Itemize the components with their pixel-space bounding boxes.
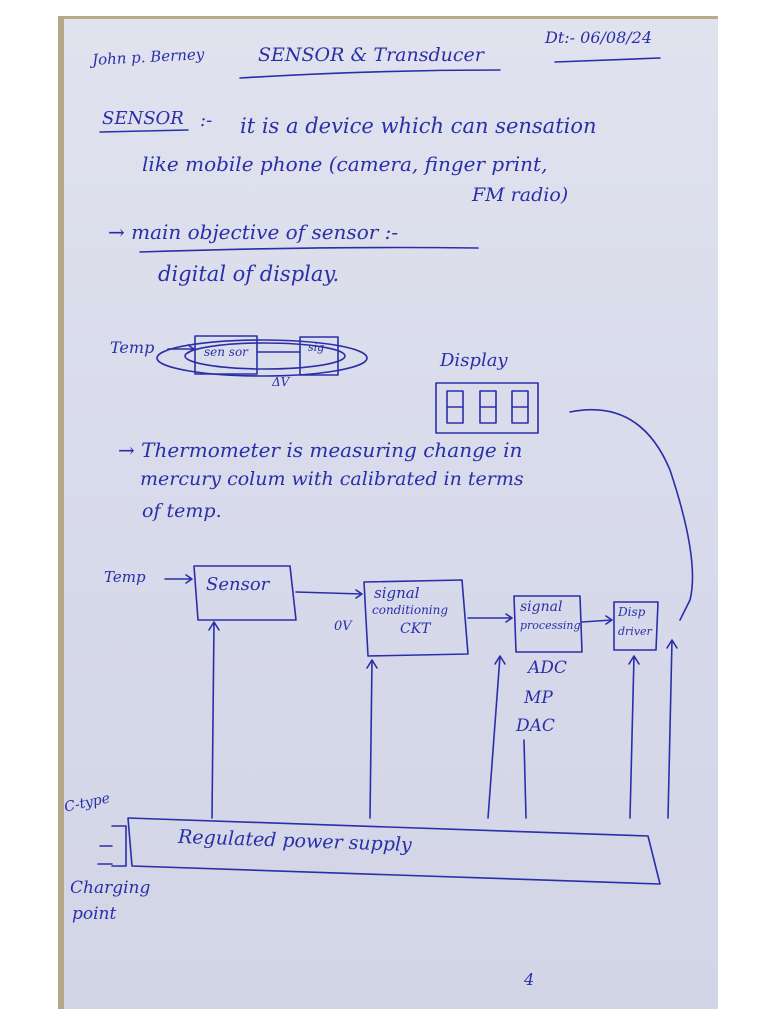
temp-arrow [164, 574, 193, 584]
charging-connector [111, 825, 127, 867]
title-underline [239, 69, 501, 79]
signal-proc-box [513, 595, 583, 653]
signal-cond-line-2: conditioning [372, 603, 449, 617]
small-sig-box [299, 336, 339, 376]
thermometer-line-2: mercury colum with calibrated in terms [140, 468, 524, 490]
signal-proc-line-2: processing [520, 619, 581, 632]
supply-arrow-driver-1 [628, 655, 640, 819]
objective-underline [139, 246, 479, 253]
sensor-to-cond-arrow [295, 589, 363, 599]
small-sensor-label: sen sor [204, 345, 248, 359]
display-driver-line-2: driver [618, 625, 652, 638]
page-number: 4 [524, 970, 535, 989]
sensor-underline [99, 129, 189, 133]
power-supply-box [127, 817, 661, 885]
supply-arrow-cond [366, 659, 378, 819]
thermometer-line-1: → Thermometer is measuring change in [118, 438, 523, 462]
small-sensor-box [194, 335, 258, 375]
display-driver-box [613, 601, 659, 651]
block-temp-label: Temp [104, 568, 146, 586]
small-scribble-1 [156, 339, 368, 377]
charging-label-line-1: Charging [70, 878, 151, 898]
date-underline [554, 57, 661, 63]
signal-cond-line-3: CKT [400, 621, 431, 637]
small-scribble-2 [184, 342, 346, 370]
charging-label-line-2: point [72, 904, 117, 924]
definition-line-2: like mobile phone (camera, finger print, [142, 152, 548, 176]
supply-arrow-proc-2 [523, 739, 527, 819]
small-sig-label: sig [308, 341, 325, 354]
display-driver-line-1: Disp [618, 605, 646, 619]
signal-cond-box [363, 579, 469, 657]
sensor-term: SENSOR [102, 108, 184, 129]
sensor-separator: :- [200, 110, 213, 131]
signal-proc-line-1: signal [520, 599, 563, 615]
ov-label: 0V [334, 619, 352, 634]
sensor-block-label: Sensor [206, 574, 270, 595]
date-label: Dt:- 06/08/24 [545, 28, 652, 47]
definition-line-1: it is a device which can sensation [240, 114, 597, 138]
display-feedback-curve [569, 408, 694, 621]
sensor-box [193, 565, 297, 621]
display-label: Display [440, 350, 508, 371]
page-title: SENSOR & Transducer [258, 44, 484, 66]
proc-to-driver-arrow [581, 615, 613, 625]
supply-arrow-proc-1 [487, 655, 506, 819]
notebook-page [58, 16, 718, 1009]
proc-list-item: ADC [528, 658, 567, 678]
supply-arrow-driver-2 [666, 639, 678, 819]
display-frame [435, 382, 539, 434]
display-digit-shapes [446, 390, 529, 424]
proc-list-item: DAC [516, 716, 555, 736]
proc-list-item: MP [524, 688, 553, 708]
signal-cond-line-1: signal [374, 584, 420, 602]
small-temp-label: Temp [110, 338, 155, 357]
objective-heading: → main objective of sensor :- [108, 220, 399, 244]
small-delta-label: ΔV [272, 375, 290, 389]
cond-to-proc-arrow [467, 613, 513, 623]
objective-text: digital of display. [158, 262, 340, 286]
definition-line-3: FM radio) [472, 184, 569, 206]
thermometer-line-3: of temp. [142, 500, 222, 522]
charging-lead [97, 845, 113, 865]
supply-arrow-sensor [208, 621, 220, 819]
